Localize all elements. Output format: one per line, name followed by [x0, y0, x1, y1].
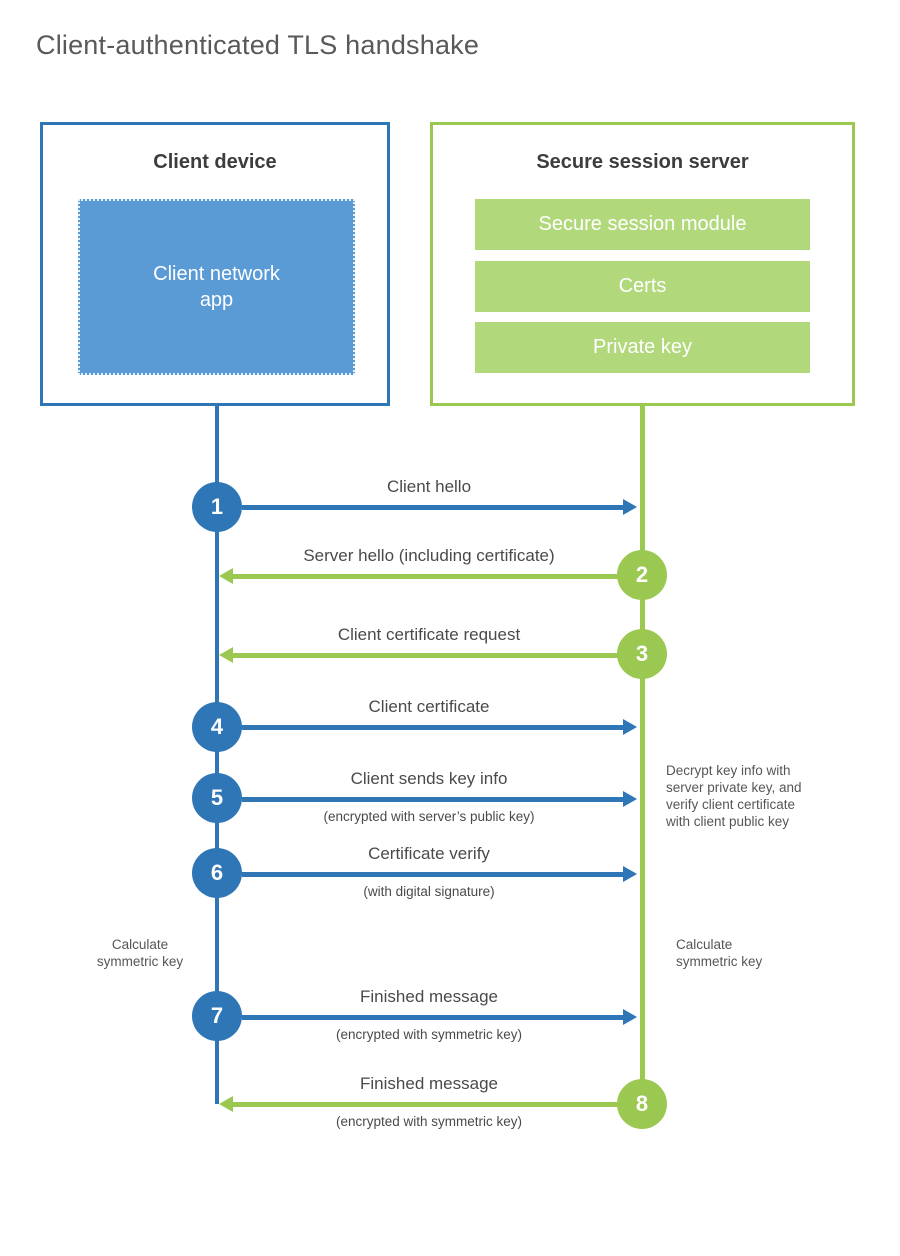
step-5-number: 5	[210, 785, 224, 810]
module-bar-secure-session-module: Secure session module	[475, 199, 810, 250]
module-bar-certs: Certs	[475, 261, 810, 312]
page-title: Client-authenticated TLS handshake	[36, 30, 480, 60]
step-2-arrow-left-icon	[219, 568, 618, 584]
step-7-label: Finished message	[360, 987, 498, 1006]
server-lifeline	[640, 406, 645, 1106]
note-decrypt-line-2: server private key, and	[666, 780, 802, 795]
step-2-label: Server hello (including certificate)	[303, 546, 555, 565]
note-decrypt-line-4: with client public key	[666, 814, 790, 829]
step-4-number: 4	[210, 714, 224, 739]
step-8-sublabel: (encrypted with symmetric key)	[335, 1114, 523, 1129]
note-calculate-symmetric-key-client: Calculate symmetric key	[96, 937, 184, 969]
secure-session-server-title: Secure session server	[536, 151, 749, 173]
step-3-arrow-left-icon	[219, 647, 618, 663]
step-2-number: 2	[635, 562, 649, 587]
client-device-box: Client device Client network app	[40, 122, 390, 406]
step-8-label: Finished message	[360, 1074, 498, 1093]
step-3-label: Client certificate request	[337, 625, 521, 644]
step-7-sublabel: (encrypted with symmetric key)	[335, 1027, 523, 1042]
step-4-arrow-right-icon	[242, 719, 637, 735]
note-decrypt-key-info: Decrypt key info with server private key…	[666, 762, 836, 830]
step-1-number: 1	[210, 494, 224, 519]
step-6-circle: 6	[192, 848, 242, 898]
note-calculate-symmetric-key-server: Calculate symmetric key	[676, 937, 763, 969]
step-3-number: 3	[635, 641, 649, 666]
step-3-circle: 3	[617, 629, 667, 679]
step-5-sublabel: (encrypted with server’s public key)	[323, 809, 535, 824]
step-5-label: Client sends key info	[350, 769, 508, 788]
step-5-arrow-right-icon	[242, 791, 637, 807]
step-8-circle: 8	[617, 1079, 667, 1129]
step-5-circle: 5	[192, 773, 242, 823]
step-7-number: 7	[210, 1003, 224, 1028]
step-2-circle: 2	[617, 550, 667, 600]
step-6-sublabel: (with digital signature)	[363, 884, 495, 899]
step-7-arrow-right-icon	[242, 1009, 637, 1025]
step-6-label: Certificate verify	[368, 844, 490, 863]
step-7-circle: 7	[192, 991, 242, 1041]
step-8-arrow-left-icon	[219, 1096, 618, 1112]
step-6-arrow-right-icon	[242, 866, 637, 882]
step-1-circle: 1	[192, 482, 242, 532]
client-lifeline	[215, 406, 219, 1104]
step-4-circle: 4	[192, 702, 242, 752]
note-decrypt-line-3: verify client certificate	[666, 797, 796, 812]
step-1-label: Client hello	[386, 477, 472, 496]
step-4-label: Client certificate	[368, 697, 490, 716]
step-6-number: 6	[210, 860, 224, 885]
note-decrypt-line-1: Decrypt key info with	[666, 763, 791, 778]
step-8-number: 8	[635, 1091, 649, 1116]
secure-session-server-box: Secure session server Secure session mod…	[430, 122, 855, 406]
step-1-arrow-right-icon	[242, 499, 637, 515]
module-bar-private-key: Private key	[475, 322, 810, 373]
client-device-title: Client device	[153, 151, 277, 173]
client-network-app-label: Client network app	[153, 263, 280, 311]
client-network-app: Client network app	[78, 199, 355, 375]
